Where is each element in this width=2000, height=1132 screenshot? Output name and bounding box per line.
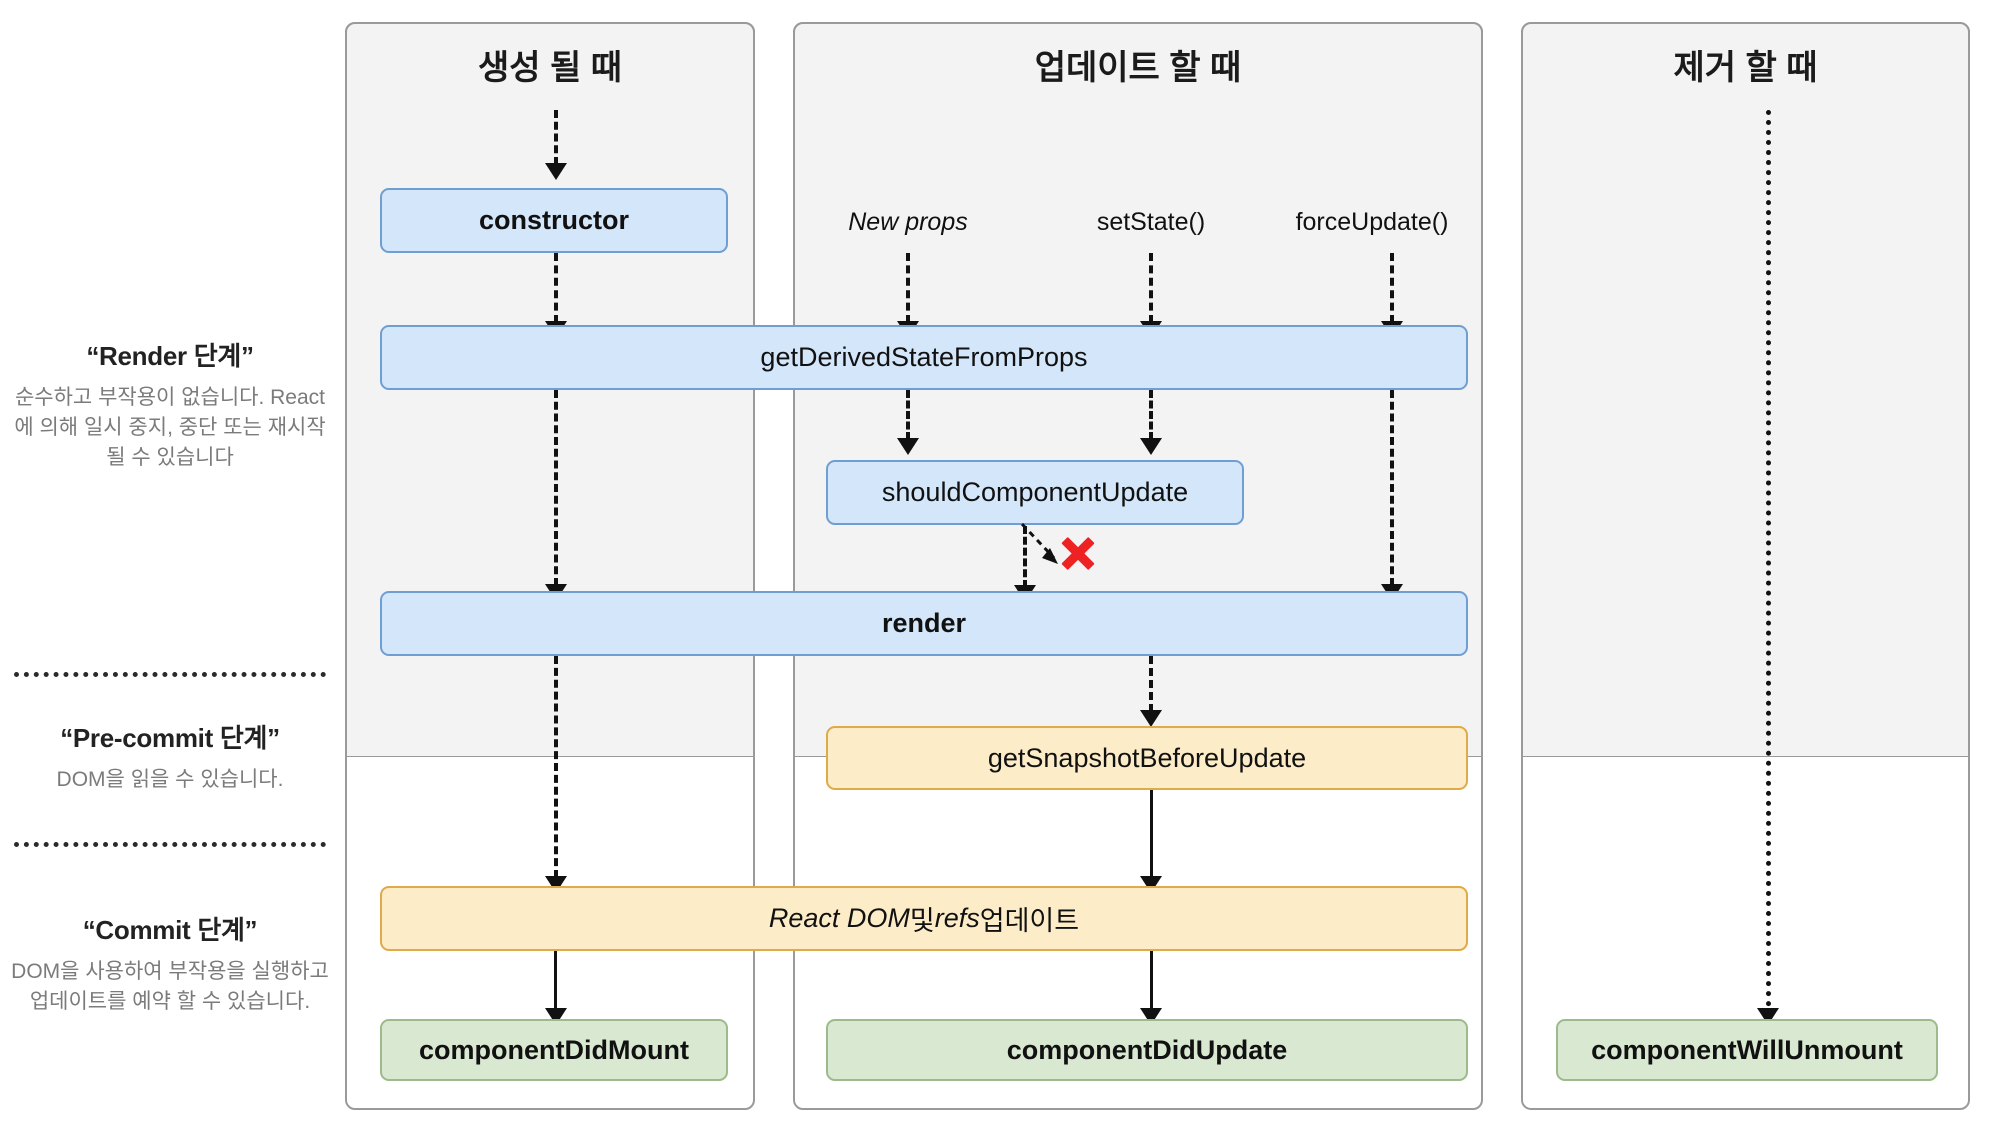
panel-unmounting-title: 제거 할 때	[1673, 49, 1818, 87]
phase-commit: “Commit 단계” DOM을 사용하여 부작용을 실행하고 업데이트를 예약…	[10, 910, 330, 1017]
phase-divider-top	[14, 672, 326, 677]
box-render[interactable]: render	[380, 591, 1468, 656]
arrow-line-render-to-snapshot	[1149, 656, 1153, 712]
react-dom-update-suffix: 업데이트	[979, 906, 1080, 936]
phase-render-title: “Render 단계”	[86, 341, 254, 371]
skip-branch-arrowhead	[1042, 548, 1058, 564]
arrow-line-gdsfp-to-scu-left	[906, 390, 910, 440]
arrow-head-render-to-snapshot	[1140, 710, 1162, 727]
arrow-line-new-props	[906, 253, 910, 323]
phase-commit-title: “Commit 단계”	[82, 915, 258, 945]
arrow-line-to-constructor	[554, 110, 558, 165]
arrow-line-force-update-to-render	[1390, 390, 1394, 586]
phase-divider-bottom	[14, 842, 326, 847]
arrow-line-render-to-domupdate-mount	[554, 656, 558, 878]
phase-precommit: “Pre-commit 단계” DOM을 읽을 수 있습니다.	[10, 718, 330, 795]
arrow-line-constructor-to-gdsfp	[554, 253, 558, 323]
arrow-head-gdsfp-to-scu-left	[897, 438, 919, 455]
panel-unmounting-render-shade	[1521, 22, 1970, 757]
skip-branch-arrow	[1020, 522, 1058, 564]
arrow-line-force-update	[1390, 253, 1394, 323]
arrow-line-snapshot-to-domupdate	[1150, 790, 1153, 878]
phase-precommit-title: “Pre-commit 단계”	[60, 723, 280, 753]
phase-render-description: 순수하고 부작용이 없습니다. React에 의해 일시 중지, 중단 또는 재…	[14, 386, 326, 469]
arrow-head-to-constructor	[545, 163, 567, 180]
panel-mounting-title: 생성 될 때	[477, 49, 622, 87]
trigger-new-props: New props	[848, 208, 968, 236]
arrow-line-domupdate-to-did-update	[1150, 951, 1153, 1012]
box-constructor[interactable]: constructor	[380, 188, 728, 253]
box-should-component-update[interactable]: shouldComponentUpdate	[826, 460, 1244, 525]
arrow-line-domupdate-to-did-mount	[554, 951, 557, 1012]
skip-render-cross-icon	[1059, 533, 1099, 575]
box-component-did-update[interactable]: componentDidUpdate	[826, 1019, 1468, 1081]
panel-updating-title: 업데이트 할 때	[1034, 49, 1242, 87]
box-component-will-unmount[interactable]: componentWillUnmount	[1556, 1019, 1938, 1081]
arrow-line-gdsfp-to-render-mount	[554, 390, 558, 586]
box-component-did-mount[interactable]: componentDidMount	[380, 1019, 728, 1081]
phase-render: “Render 단계” 순수하고 부작용이 없습니다. React에 의해 일시…	[10, 336, 330, 472]
arrow-head-gdsfp-to-scu-right	[1140, 438, 1162, 455]
phase-precommit-description: DOM을 읽을 수 있습니다.	[56, 768, 284, 791]
trigger-force-update: forceUpdate()	[1295, 208, 1449, 236]
react-dom-conjunction: 및	[909, 906, 935, 936]
react-dom-label: React DOM	[768, 903, 910, 933]
phase-commit-description: DOM을 사용하여 부작용을 실행하고 업데이트를 예약 할 수 있습니다.	[11, 960, 329, 1013]
refs-label: refs	[934, 903, 980, 933]
arrow-line-set-state	[1149, 253, 1153, 323]
arrow-line-gdsfp-to-scu-right	[1149, 390, 1153, 440]
box-react-dom-and-refs-update[interactable]: React DOM 및 refs 업데이트	[380, 886, 1468, 951]
box-get-snapshot-before-update[interactable]: getSnapshotBeforeUpdate	[826, 726, 1468, 790]
box-get-derived-state-from-props[interactable]: getDerivedStateFromProps	[380, 325, 1468, 390]
arrow-line-scu-to-render	[1023, 526, 1027, 588]
trigger-set-state: setState()	[1096, 208, 1206, 236]
arrow-line-to-will-unmount	[1766, 110, 1771, 1017]
